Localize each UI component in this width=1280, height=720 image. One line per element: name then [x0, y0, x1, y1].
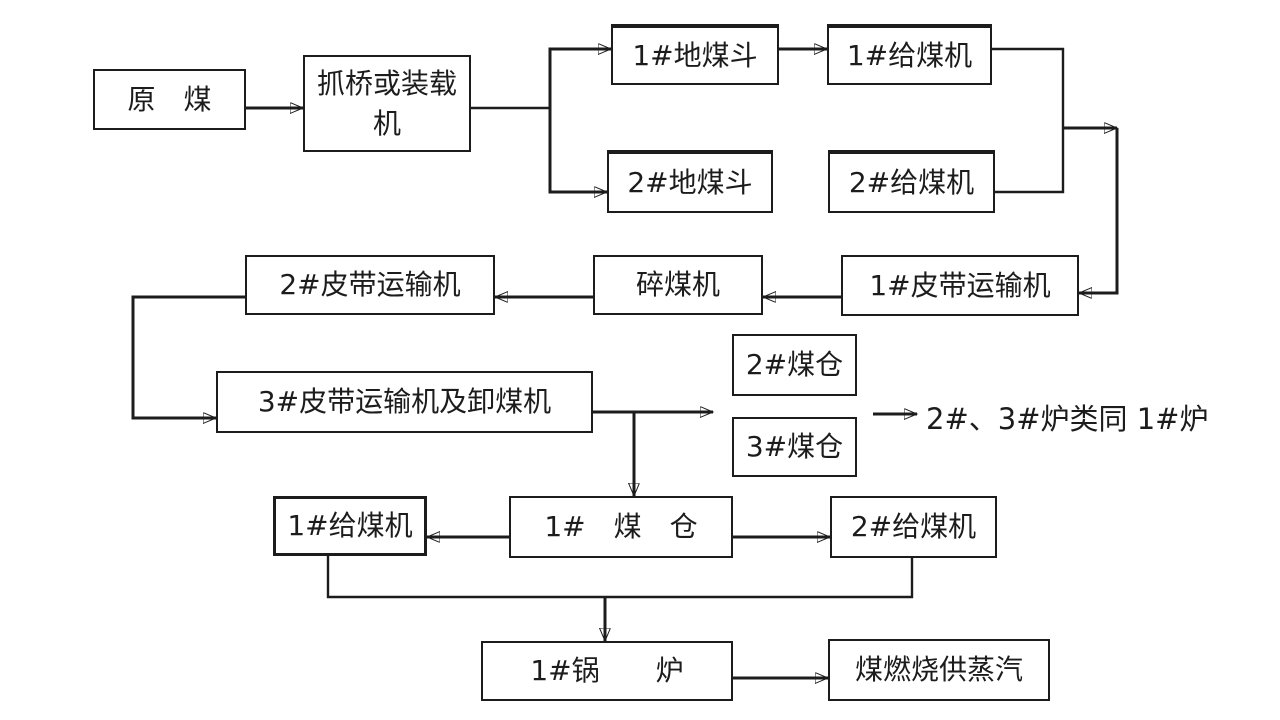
edge-feeders-merge: [992, 47, 1065, 194]
node-feeder-2-top: 2#给煤机: [828, 150, 995, 213]
node-bunker-1: 1# 煤 仓: [509, 496, 733, 558]
node-feeder-2-bottom: 2#给煤机: [830, 496, 997, 558]
node-hopper-1: 1#地煤斗: [611, 24, 779, 85]
node-belt-3: 3#皮带运输机及卸煤机: [216, 371, 593, 433]
node-steam: 煤燃烧供蒸汽: [828, 639, 1050, 701]
node-feeder-1-top: 1#给煤机: [827, 24, 992, 85]
edge-grab-loader-to-hopper-1: [548, 49, 611, 108]
node-belt-2: 2#皮带运输机: [245, 255, 495, 315]
node-bunker-3: 3#煤仓: [732, 417, 857, 477]
node-boiler-1: 1#锅 炉: [481, 641, 733, 701]
edge-down-to-belt-1: [1079, 128, 1119, 293]
edge-belt-2-to-belt-3: [131, 295, 245, 418]
node-grab-loader: 抓桥或装载机: [303, 55, 471, 152]
node-bunker-2: 2#煤仓: [732, 334, 857, 396]
node-hopper-2: 2#地煤斗: [607, 150, 773, 213]
edge-grab-loader-to-hopper-2: [548, 108, 607, 192]
node-feeder-1-bottom: 1#给煤机: [273, 496, 427, 556]
annotation-furnaces-note: 2#、3#炉类同 1#炉: [926, 402, 1209, 436]
node-belt-1: 1#皮带运输机: [841, 255, 1079, 316]
node-crusher: 碎煤机: [593, 255, 763, 315]
node-raw-coal: 原 煤: [93, 69, 246, 130]
edge-feeders-bottom-bus: [326, 556, 914, 599]
